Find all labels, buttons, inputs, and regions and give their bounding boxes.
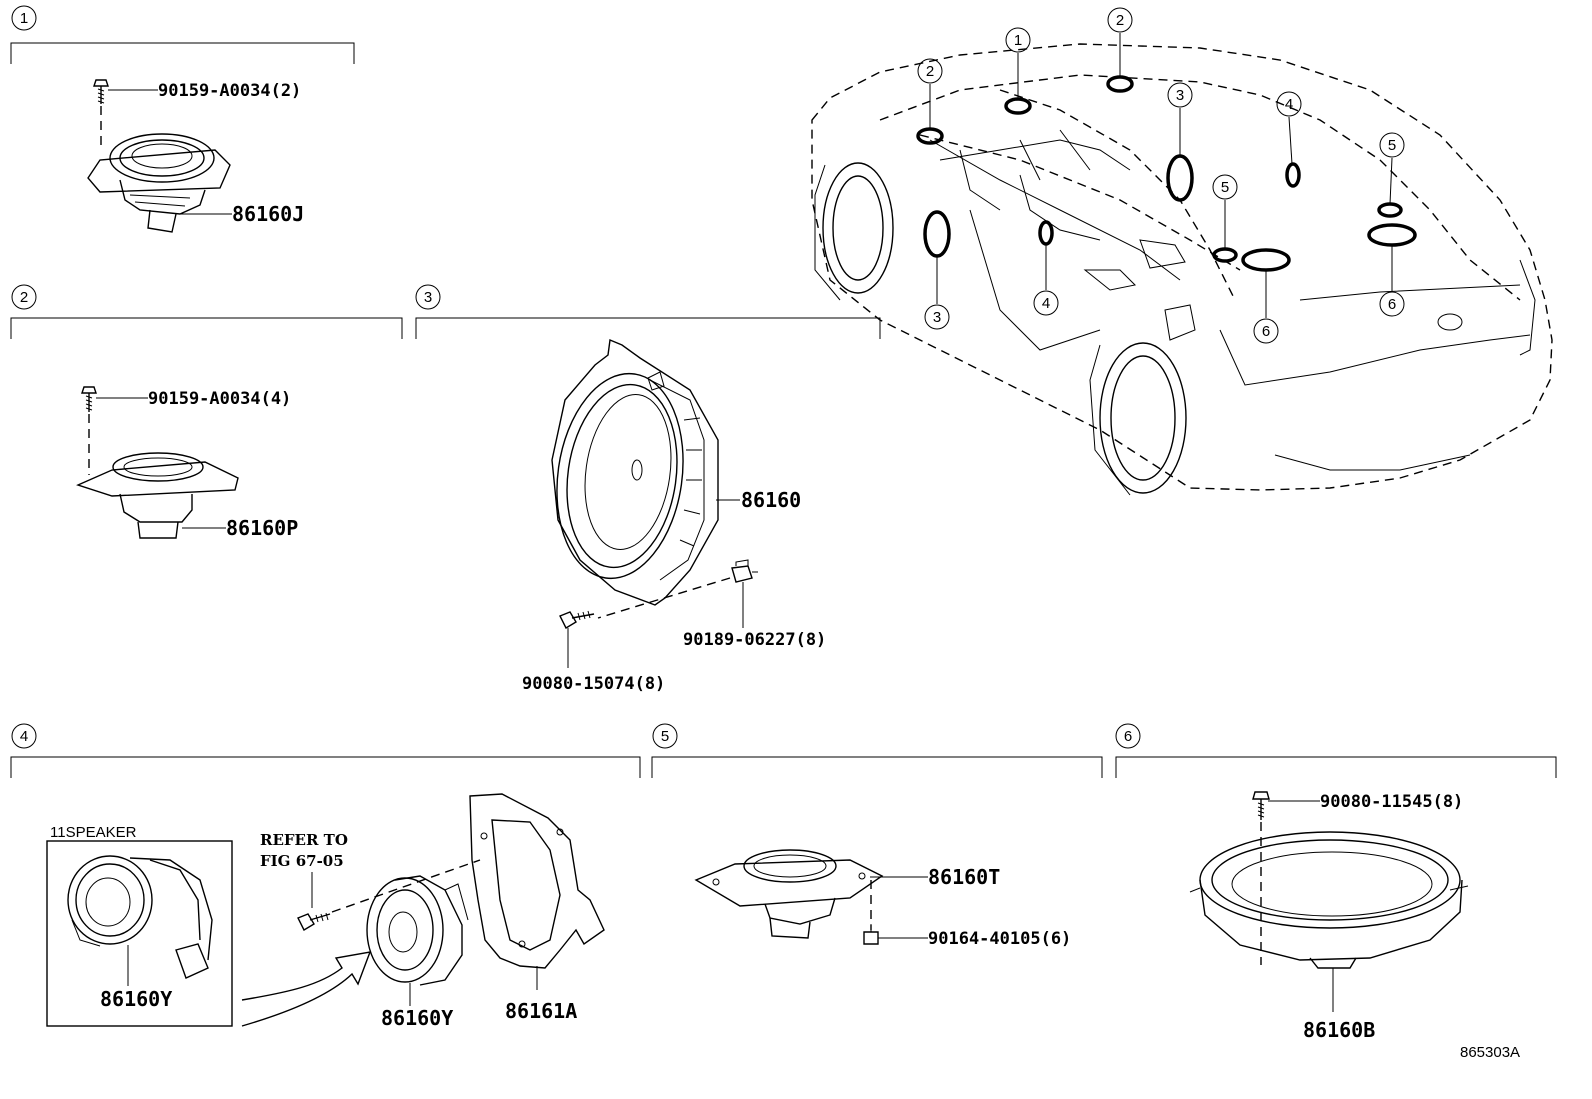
svg-text:4: 4 [20, 728, 28, 745]
s1-bolt-label: 90159-A0034(2) [158, 81, 301, 101]
svg-text:4: 4 [1285, 96, 1293, 113]
car-callout-5b: 5 [1212, 174, 1238, 200]
car-callout-4a: 4 [1276, 91, 1302, 117]
section-6: 6 90080-11545(8) 86160B [1115, 723, 1557, 1042]
section-3-callout: 3 [415, 284, 441, 310]
section-3: 3 86160 90189-06227(8) 90080-1 [415, 284, 881, 694]
s2-bolt-icon [81, 386, 97, 412]
s1-speaker-label: 86160J [232, 202, 304, 226]
car-callout-4b: 4 [1033, 290, 1059, 316]
figure-id: 865303A [1460, 1044, 1520, 1061]
section-6-bracket [1115, 756, 1557, 778]
svg-text:5: 5 [1221, 179, 1229, 196]
svg-text:3: 3 [933, 309, 941, 326]
s3-nut-icon [731, 559, 758, 583]
section-3-bracket [415, 317, 881, 339]
s5-speaker-label: 86160T [928, 865, 1000, 889]
s3-speaker-label: 86160 [741, 488, 801, 512]
s4-refer-line-1: REFER TO [260, 831, 348, 849]
s4-arrow-icon [241, 951, 372, 1027]
s4-refer-line-2: FIG 67-05 [260, 852, 344, 870]
svg-text:2: 2 [20, 289, 28, 306]
section-2-callout: 2 [11, 284, 37, 310]
s6-speaker-label: 86160B [1303, 1018, 1375, 1042]
s5-bolt-label: 90164-40105(6) [928, 929, 1071, 949]
s1-speaker-icon [87, 133, 231, 233]
s2-speaker-icon [76, 452, 239, 539]
section-5: 5 86160T 90164-40105(6) [651, 723, 1103, 949]
svg-text:6: 6 [1262, 323, 1270, 340]
s4-speaker-icon [366, 875, 469, 986]
car-overview: 1 2 2 3 3 4 4 5 [811, 7, 1553, 496]
section-5-bracket [651, 756, 1103, 778]
car-callout-5a: 5 [1379, 132, 1405, 158]
section-4: 4 11SPEAKER 86160Y REFER TO FIG 67-05 [10, 723, 641, 1030]
section-4-bracket [10, 756, 641, 778]
car-callout-1: 1 [1005, 27, 1031, 53]
car-callout-6b: 6 [1253, 318, 1279, 344]
s4-inset-speaker-icon [67, 855, 213, 979]
car-callout-6a: 6 [1379, 291, 1405, 317]
s6-speaker-icon [1189, 831, 1469, 969]
s1-bolt-icon [93, 79, 109, 104]
section-6-callout: 6 [1115, 723, 1141, 749]
svg-text:4: 4 [1042, 295, 1050, 312]
s5-bolt-icon [863, 924, 879, 945]
svg-text:6: 6 [1124, 728, 1132, 745]
s4-inset-box [46, 840, 233, 1027]
svg-text:2: 2 [1116, 12, 1124, 29]
svg-text:1: 1 [20, 10, 28, 27]
svg-text:2: 2 [926, 63, 934, 80]
section-5-callout: 5 [652, 723, 678, 749]
s4-bracket-label: 86161A [505, 999, 577, 1023]
section-1: 1 90159-A0034(2) 86160J [10, 5, 355, 233]
s4-box-title: 11SPEAKER [50, 824, 137, 841]
s3-nut-label: 90189-06227(8) [683, 630, 826, 650]
svg-text:5: 5 [1388, 137, 1396, 154]
section-2-bracket [10, 317, 403, 339]
s5-speaker-icon [694, 849, 884, 939]
s4-bracket-icon [469, 793, 605, 969]
car-callout-2a: 2 [917, 58, 943, 84]
svg-text:5: 5 [661, 728, 669, 745]
svg-text:3: 3 [1176, 87, 1184, 104]
s6-bolt-icon [1252, 791, 1270, 820]
s3-bolt-icon [559, 610, 595, 629]
s6-bolt-label: 90080-11545(8) [1320, 792, 1463, 812]
section-1-callout: 1 [11, 5, 37, 31]
s4-screw-icon [297, 912, 331, 931]
svg-text:3: 3 [424, 289, 432, 306]
car-callout-2b: 2 [1107, 7, 1133, 33]
section-2: 2 90159-A0034(4) 86160P [10, 284, 403, 540]
svg-text:1: 1 [1014, 32, 1022, 49]
s2-bolt-label: 90159-A0034(4) [148, 389, 291, 409]
s2-speaker-label: 86160P [226, 516, 298, 540]
svg-text:6: 6 [1388, 296, 1396, 313]
car-callout-3b: 3 [924, 304, 950, 330]
s4-speaker-label: 86160Y [381, 1006, 453, 1030]
car-callout-3a: 3 [1167, 82, 1193, 108]
section-1-bracket [10, 42, 355, 64]
s3-bolt-label: 90080-15074(8) [522, 674, 665, 694]
section-4-callout: 4 [11, 723, 37, 749]
s4-inset-part-label: 86160Y [100, 987, 172, 1011]
s3-speaker-icon [551, 339, 719, 606]
